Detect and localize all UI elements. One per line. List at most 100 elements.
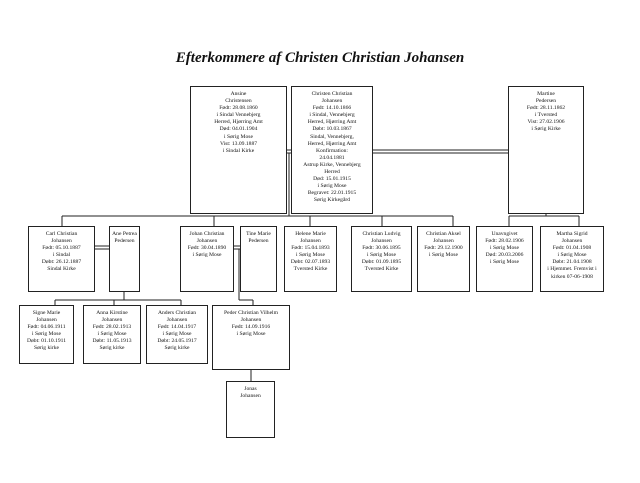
person-line: Pedersen [535,98,557,105]
person-line: Astrup Kirke, Vennebjerg [303,161,361,168]
person-line: Død: 04.01.1904 [219,126,258,133]
person-line: i Sørig Mose [162,331,192,338]
person-line: i Sørig Mose [367,252,396,259]
person-line: Født: 29.12.1900 [424,245,463,252]
person-line: Født: 14.09.1916 [231,324,271,331]
person-line: i Sindal Kirke [222,147,255,154]
person-line: Signe Marie [32,310,61,316]
person-line: Vist: 27.02.1906 [527,119,565,126]
person-line: Pedersen [248,238,269,245]
person-line: Født: 28.08.1860 [219,105,258,112]
person-line: Ane Petrea [112,231,137,237]
person-line: Herred, Hjørring Amt [307,140,357,147]
person-line: Johansen [101,317,123,324]
person-line: Født: 30.04.1890 [187,245,227,252]
person-line: Anna Kirstine [96,310,128,316]
person-line: Sørig Kirkegård [313,197,351,204]
person-line: Begravet: 22.01.1915 [307,190,357,197]
person-line: i Sørig Mose [317,183,347,190]
person-line: Tine Marie [246,231,271,237]
person-line: i Sørig Mose [192,252,222,259]
person-line: Anders Christian [157,310,197,316]
person-line: Konfirmation: [315,147,348,154]
person-line: i Sørig Mose [429,252,458,259]
person-line: i Sindal [52,252,71,259]
person-line: Martine [537,91,555,97]
person-line: Johansen [300,238,321,245]
person-line: Døbt: 01.10.1911 [26,338,67,345]
person-line: Sørig kirke [33,345,59,352]
person-line: Carl Christian [45,231,78,237]
person-line: i Sørig Mose [236,331,266,338]
person-line: Johansen [51,238,72,245]
person-line: i Sørig Kirke [531,126,561,133]
person-line: Johansen [240,317,262,324]
person-line: Født: 15.04.1893 [291,245,330,252]
person-line: i Sørig Mose [490,259,519,266]
person-line: Ansine [230,91,247,97]
person-line: Døbt: 10.03.1867 [312,126,352,133]
person-line: Tversted Kirke [364,266,399,273]
person-line: i Sørig Mose [296,252,325,259]
person-line: Johansen [433,238,454,245]
person-line: Døbt: 26.12.1887 [41,259,82,266]
person-line: i Hjemmet. Fremvist i [547,266,597,273]
person-line: Unavngivet [491,231,518,237]
person-line: Født: 14.04.1917 [157,324,197,331]
person-line: Født: 28.02.1913 [92,324,132,331]
person-line: Døbt: 21.04.1908 [552,259,592,266]
person-line: Jonas [244,386,257,392]
person-line: Pedersen [114,238,135,245]
person-line: Født: 28.11.1862 [526,105,566,112]
person-line: Johansen [561,238,583,245]
person-line: i Sindal, Vennebjerg [309,112,355,119]
person-line: Johansen [371,238,392,245]
person-line: Tversted Kirke [293,266,328,273]
person-line: Sørig kirke [164,345,190,352]
person-line: Johansen [240,393,261,400]
person-line: Født: 05.10.1887 [42,245,81,252]
person-line: Sørig kirke [99,345,125,352]
person-line: Johan Christian [189,231,225,237]
person-line: Johansen [321,98,343,105]
person-line: Johansen [36,317,57,324]
person-line: Peder Christian Vilhelm [224,310,278,316]
person-line: i Sørig Mose [490,245,519,252]
person-line: Født: 04.06.1911 [27,324,66,331]
person-line: Døbt: 02.07.1893 [290,259,331,266]
person-line: Martha Sigrid [556,231,588,237]
person-line: i Sørig Mose [97,331,127,338]
person-line: Død: 15.01.1915 [313,176,351,183]
person-line: Sindal, Vennebjerg, [310,133,354,140]
person-line: i Sørig Mose [557,252,587,259]
person-line: Herred [324,169,340,176]
person-line: Født: 28.02.1906 [485,238,524,245]
person-line: Johansen [196,238,218,245]
person-line: Døbt: 24.05.1917 [157,338,197,345]
chart-title: Efterkommere af Christen Christian Johan… [175,50,465,66]
person-line: i Sørig Mose [32,331,61,338]
person-line: Døbt: 11.05.1913 [92,338,132,345]
person-line: Født: 14.10.1866 [312,105,352,112]
person-line: Vist: 13.09.1887 [219,140,258,147]
person-line: i Sørig Mose [224,133,253,140]
person-line: 24.04.1881 [319,154,345,161]
person-line: Døbt: 01.09.1895 [361,259,402,266]
person-line: Johansen [166,317,188,324]
person-line: Herred, Hjørring Amt [307,119,357,126]
